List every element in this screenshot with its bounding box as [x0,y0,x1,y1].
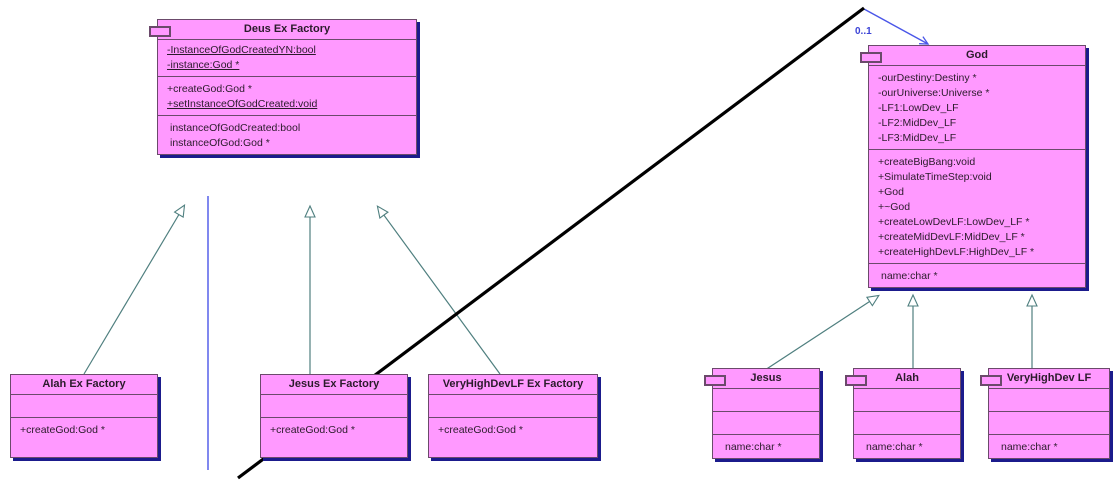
class-title: VeryHighDev LF [1006,372,1092,384]
class-attribute: -LF3:MidDev_LF [878,132,957,144]
empty-compartment [989,415,1109,431]
class-attributes-compartment [261,394,407,417]
class-box-jesus[interactable]: Jesus name:char * [704,368,820,459]
class-operations-compartment [989,411,1109,434]
class-attributes-compartment: -ourDestiny:Destiny * -ourUniverse:Unive… [869,65,1085,149]
class-attribute: -LF1:LowDev_LF [878,102,959,114]
class-tab-icon [845,375,867,386]
empty-compartment [11,398,157,414]
class-box-veryhighdevlf-ex-factory[interactable]: VeryHighDevLF Ex Factory +createGod:God … [428,374,598,458]
class-operation: +createHighDevLF:HighDev_LF * [878,246,1035,258]
class-extra-member: instanceOfGodCreated:bool [170,122,301,134]
class-operations-compartment: +createBigBang:void +SimulateTimeStep:vo… [869,149,1085,263]
empty-compartment [429,398,597,414]
class-title: VeryHighDevLF Ex Factory [442,378,584,390]
class-attribute: -instance:God * [167,59,240,71]
class-attributes-compartment [11,394,157,417]
class-extra-member: name:char * [725,441,782,453]
class-operation: +God [878,186,904,198]
class-operation: +createGod:God * [270,424,355,436]
class-attributes-compartment: -InstanceOfGodCreatedYN:bool -instance:G… [158,39,416,76]
class-extras-compartment: name:char * [854,434,960,458]
empty-compartment [854,392,960,408]
empty-compartment [713,392,819,408]
class-tab-icon [860,52,882,63]
class-operation: +setInstanceOfGodCreated:void [167,98,318,110]
class-box-god[interactable]: God -ourDestiny:Destiny * -ourUniverse:U… [860,45,1086,288]
class-operation: +createMidDevLF:MidDev_LF * [878,231,1025,243]
class-extras-compartment: name:char * [989,434,1109,458]
class-attribute: -ourUniverse:Universe * [878,87,990,99]
class-operations-compartment [854,411,960,434]
class-attributes-compartment [429,394,597,417]
class-extras-compartment: name:char * [869,263,1085,287]
compartment-filler [429,438,597,454]
association-multiplicity-label: 0..1 [855,26,872,37]
class-title: Alah Ex Factory [42,378,126,390]
class-attributes-compartment [989,388,1109,411]
class-box-alah[interactable]: Alah name:char * [845,368,961,459]
empty-compartment [713,415,819,431]
association-deusexfactory-to-god-arrow [863,8,930,45]
class-title: Deus Ex Factory [243,23,331,35]
class-operation: +SimulateTimeStep:void [878,171,992,183]
class-operation: +createGod:God * [438,424,523,436]
class-title: Jesus Ex Factory [288,378,380,390]
class-extra-member: instanceOfGod:God * [170,137,270,149]
generalization-veryhighdevlfexfactory-to-deusexfactory [376,205,501,375]
generalization-jesus-to-god [761,294,880,373]
class-operation: +createGod:God * [167,83,252,95]
class-title: Jesus [750,372,782,384]
empty-compartment [854,415,960,431]
class-extras-compartment: instanceOfGodCreated:bool instanceOfGod:… [158,115,416,154]
class-operations-compartment: +createGod:God * +setInstanceOfGodCreate… [158,76,416,115]
class-box-veryhighdev-lf[interactable]: VeryHighDev LF name:char * [980,368,1110,459]
class-operation: +~God [878,201,911,213]
class-attributes-compartment [713,388,819,411]
empty-compartment [261,398,407,414]
class-box-alah-ex-factory[interactable]: Alah Ex Factory +createGod:God * [10,374,158,458]
class-operation: +createGod:God * [20,424,105,436]
class-operations-compartment [713,411,819,434]
generalization-alahexfactory-to-deusexfactory [83,203,186,375]
class-title: Alah [895,372,919,384]
class-extra-member: name:char * [881,270,938,282]
class-box-jesus-ex-factory[interactable]: Jesus Ex Factory +createGod:God * [260,374,408,458]
class-box-deus-ex-factory[interactable]: Deus Ex Factory -InstanceOfGodCreatedYN:… [149,19,417,155]
class-attribute: -InstanceOfGodCreatedYN:bool [167,44,316,56]
class-tab-icon [149,26,171,37]
class-operations-compartment: +createGod:God * [429,417,597,457]
class-attribute: -LF2:MidDev_LF [878,117,957,129]
compartment-filler [261,438,407,454]
class-extra-member: name:char * [1001,441,1058,453]
class-extras-compartment: name:char * [713,434,819,458]
class-attributes-compartment [854,388,960,411]
class-operations-compartment: +createGod:God * [11,417,157,457]
class-operation: +createBigBang:void [878,156,976,168]
class-operation: +createLowDevLF:LowDev_LF * [878,216,1030,228]
empty-compartment [989,392,1109,408]
class-attribute: -ourDestiny:Destiny * [878,72,977,84]
compartment-filler [11,438,157,454]
class-tab-icon [704,375,726,386]
class-operations-compartment: +createGod:God * [261,417,407,457]
class-extra-member: name:char * [866,441,923,453]
class-title: God [966,49,988,61]
class-tab-icon [980,375,1002,386]
